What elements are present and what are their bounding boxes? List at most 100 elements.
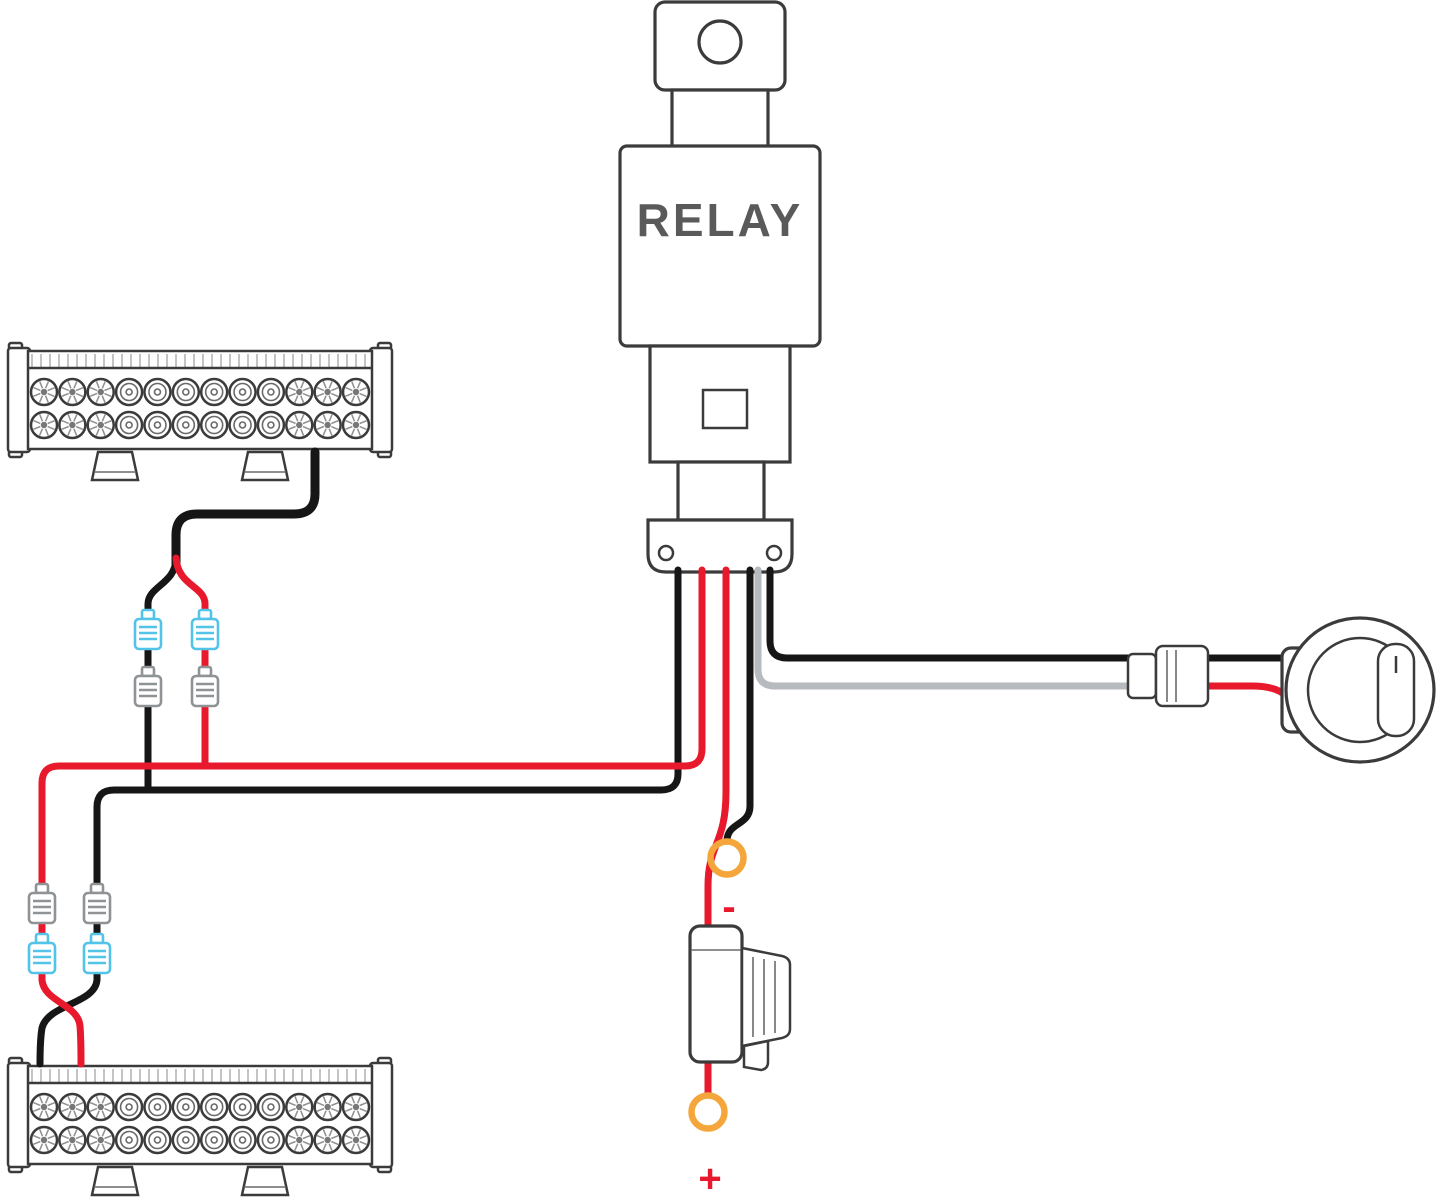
led-reflector-icon bbox=[29, 377, 59, 407]
ring-terminal-positive-icon bbox=[688, 1092, 728, 1132]
led-lens-dot bbox=[125, 421, 133, 429]
led-petal bbox=[67, 1143, 72, 1151]
led-petal bbox=[350, 428, 356, 436]
led-petal bbox=[356, 381, 362, 389]
led-lens-dot bbox=[125, 388, 133, 396]
led-petal bbox=[61, 1101, 69, 1107]
led-petal bbox=[89, 1140, 98, 1146]
led-reflector-icon bbox=[285, 410, 314, 440]
led-petal bbox=[350, 1143, 356, 1151]
quick-disconnect-connector-icon bbox=[82, 932, 112, 975]
relay-socket-upper bbox=[648, 344, 792, 464]
led-petal bbox=[104, 425, 112, 431]
wire-lights-power bbox=[38, 566, 706, 1068]
led-reflector-icon bbox=[29, 1125, 59, 1155]
led-petal bbox=[44, 1110, 50, 1118]
mounting-foot bbox=[240, 450, 290, 482]
ring-terminal-negative-icon bbox=[707, 838, 747, 878]
led-petal bbox=[328, 1129, 333, 1137]
bar-end-cap bbox=[368, 1061, 394, 1169]
led-reflector-icon bbox=[313, 1125, 342, 1155]
switch-inline-connector bbox=[1126, 644, 1210, 708]
led-center bbox=[352, 1136, 360, 1144]
led-petal bbox=[302, 1140, 311, 1146]
led-petal bbox=[350, 1129, 356, 1137]
led-petal bbox=[67, 428, 72, 436]
led-petal bbox=[302, 1107, 311, 1113]
led-petal bbox=[44, 395, 50, 403]
led-petal bbox=[302, 1134, 311, 1140]
led-petal bbox=[95, 414, 100, 422]
led-petal bbox=[67, 414, 72, 422]
mounting-foot bbox=[90, 1165, 140, 1197]
led-lens-dot bbox=[125, 1103, 133, 1111]
led-lens-dot bbox=[210, 421, 218, 429]
led-reflector-icon bbox=[285, 1092, 314, 1122]
led-light-bars bbox=[6, 341, 394, 1197]
led-petal bbox=[356, 1110, 362, 1118]
led-center bbox=[324, 1136, 331, 1144]
led-petal bbox=[75, 386, 84, 392]
led-petal bbox=[316, 1107, 325, 1113]
led-lens-dot bbox=[153, 388, 162, 396]
led-petal bbox=[61, 419, 69, 425]
led-petal bbox=[95, 1110, 100, 1118]
led-center bbox=[296, 421, 303, 429]
led-petal bbox=[300, 428, 305, 436]
led-reflector-icon bbox=[341, 1092, 371, 1122]
led-petal bbox=[288, 1140, 296, 1146]
led-petal bbox=[44, 1143, 50, 1151]
led-petal bbox=[359, 419, 367, 425]
led-reflector-icon bbox=[29, 1092, 59, 1122]
led-petal bbox=[300, 1143, 305, 1151]
led-petal bbox=[61, 1134, 69, 1140]
led-petal bbox=[356, 414, 362, 422]
led-center bbox=[352, 1103, 360, 1111]
led-center bbox=[40, 421, 48, 429]
led-petal bbox=[331, 1140, 339, 1146]
led-petal bbox=[38, 428, 44, 436]
led-petal bbox=[101, 414, 106, 422]
led-petal bbox=[331, 1101, 339, 1107]
bar-end-cap bbox=[368, 346, 394, 454]
led-petal bbox=[359, 1107, 367, 1113]
led-petal bbox=[73, 1143, 78, 1151]
led-lens-dot bbox=[153, 1136, 162, 1144]
led-petal bbox=[38, 1129, 44, 1137]
led-petal bbox=[328, 1096, 333, 1104]
led-petal bbox=[288, 392, 296, 398]
led-petal bbox=[350, 1096, 356, 1104]
led-petal bbox=[104, 392, 112, 398]
led-petal bbox=[350, 381, 356, 389]
led-petal bbox=[359, 386, 367, 392]
led-petal bbox=[350, 395, 356, 403]
led-reflector-icon bbox=[341, 410, 371, 440]
led-petal bbox=[73, 1096, 78, 1104]
led-petal bbox=[101, 395, 106, 403]
led-petal bbox=[44, 428, 50, 436]
led-petal bbox=[331, 1134, 339, 1140]
led-reflector-icon bbox=[58, 410, 87, 440]
relay-socket-boss-right bbox=[765, 544, 783, 562]
led-petal bbox=[89, 425, 98, 431]
led-petal bbox=[33, 425, 41, 431]
led-lens-dot bbox=[267, 1136, 275, 1144]
led-petal bbox=[67, 1129, 72, 1137]
led-petal bbox=[47, 425, 55, 431]
led-reflector-icon bbox=[58, 377, 87, 407]
led-petal bbox=[47, 386, 55, 392]
led-petal bbox=[294, 428, 299, 436]
led-reflector-icon bbox=[86, 1125, 115, 1155]
led-petal bbox=[328, 395, 333, 403]
led-petal bbox=[47, 1140, 55, 1146]
led-petal bbox=[33, 1134, 41, 1140]
led-petal bbox=[300, 1110, 305, 1118]
led-center bbox=[296, 1136, 303, 1144]
led-petal bbox=[288, 1101, 296, 1107]
led-petal bbox=[316, 425, 325, 431]
led-lens-dot bbox=[210, 388, 218, 396]
led-petal bbox=[316, 1101, 325, 1107]
led-petal bbox=[33, 1101, 41, 1107]
led-petal bbox=[345, 1134, 353, 1140]
led-center bbox=[352, 421, 360, 429]
